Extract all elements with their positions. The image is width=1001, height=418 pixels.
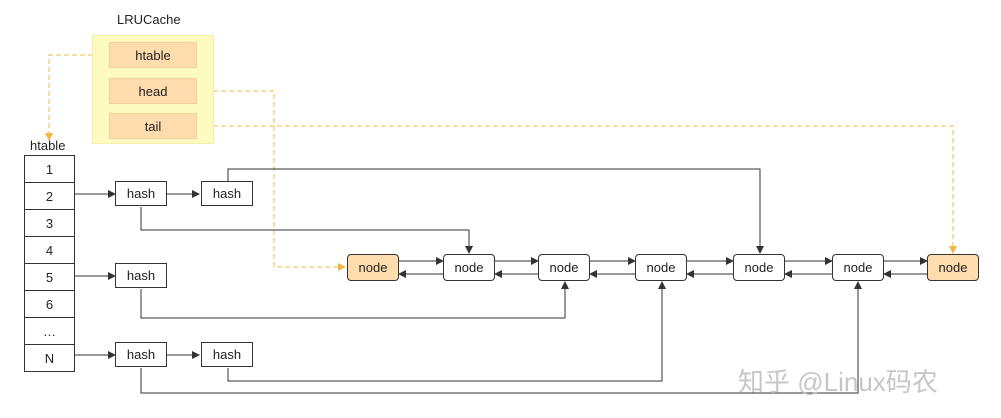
linked-list-arrows — [398, 257, 928, 278]
htable-row: 6 — [25, 291, 74, 318]
htable-row: 5 — [25, 264, 74, 291]
list-node: node — [538, 254, 590, 281]
htable-pointer-line — [45, 54, 109, 141]
htable-array: 1 2 3 4 5 6 … N — [24, 155, 75, 372]
htable-row: 1 — [25, 156, 74, 183]
hash-to-node-line — [140, 207, 473, 254]
hash-to-node-line — [227, 168, 764, 254]
htable-title: htable — [30, 138, 66, 153]
hash-box: hash — [115, 342, 167, 367]
tail-node: node — [927, 254, 979, 281]
watermark: 知乎 @Linux码农 — [738, 367, 938, 397]
hash-box: hash — [201, 342, 253, 367]
hash-to-node-line — [140, 281, 862, 394]
tail-pointer-line — [197, 125, 957, 254]
hash-to-node-line — [227, 281, 666, 382]
list-node: node — [733, 254, 785, 281]
htable-row: 4 — [25, 237, 74, 264]
head-node: node — [347, 254, 399, 281]
cache-field-htable: htable — [109, 42, 197, 68]
hash-box: hash — [201, 181, 253, 206]
htable-row: N — [44, 350, 55, 366]
hash-box: hash — [115, 263, 167, 288]
cache-field-tail: tail — [109, 113, 197, 139]
htable-row: 3 — [25, 210, 74, 237]
htable-row: 2 — [25, 183, 74, 210]
lru-cache-title: LRUCache — [117, 12, 181, 27]
list-node: node — [832, 254, 884, 281]
hash-to-node-line — [140, 281, 569, 319]
head-pointer-line — [197, 90, 346, 271]
cache-field-head: head — [109, 78, 197, 104]
htable-row: … — [25, 318, 74, 345]
list-node: node — [443, 254, 495, 281]
list-node: node — [635, 254, 687, 281]
hash-box: hash — [115, 181, 167, 206]
